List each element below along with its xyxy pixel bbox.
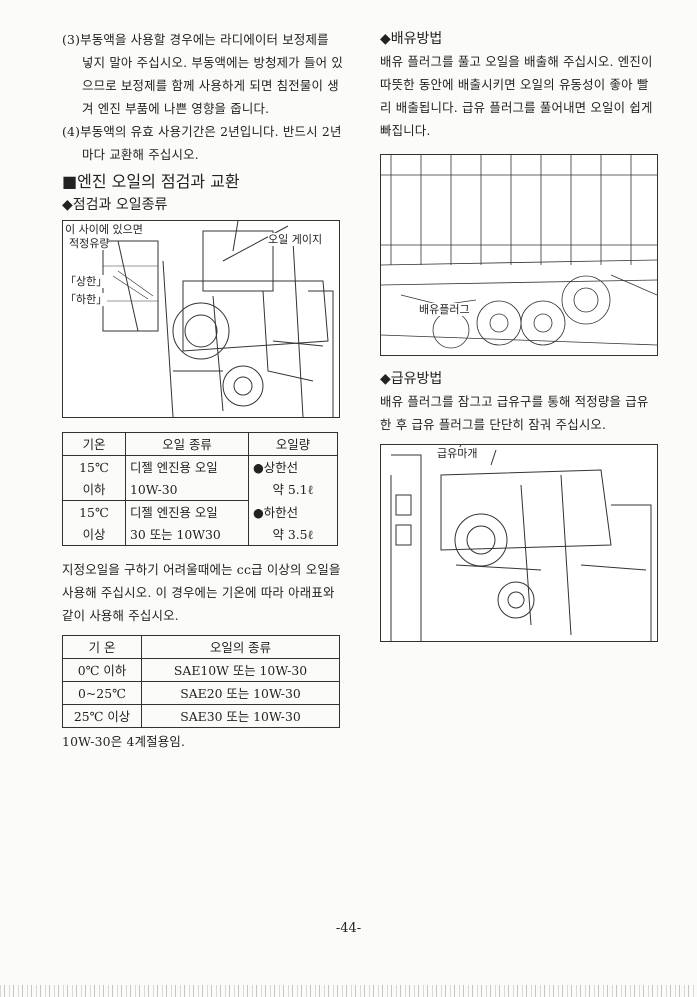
- cell: SAE20 또는 10W-30: [141, 681, 340, 705]
- drain-plug-drawing: [381, 155, 657, 349]
- callout-oil-gauge: 오일 게이지: [268, 233, 323, 246]
- header-temp: 기온: [62, 432, 126, 456]
- cell: 15℃: [62, 500, 126, 523]
- drain-title: ◆배유방법: [380, 31, 443, 47]
- table-row: 이하 10W-30 약 5.1ℓ: [62, 478, 338, 501]
- callout-filler-cap: 급유마개: [437, 447, 478, 460]
- table-row: 0℃ 이하 SAE10W 또는 10W-30: [62, 658, 340, 682]
- substitute-oil-note: 지정오일을 구하기 어려울때에는 cc급 이상의 오일을 사용해 주십시오. 이…: [62, 562, 341, 623]
- cell: 15℃: [62, 455, 126, 478]
- sub-title-check: ◆점검과 오일종류: [62, 197, 168, 213]
- callout-proper-level: 적정유량: [69, 237, 110, 250]
- table-header-row: 기 온 오일의 종류: [62, 635, 340, 659]
- cell: 30 또는 10W30: [125, 523, 249, 546]
- header-oil-amount: 오일량: [248, 432, 338, 456]
- drain-plug-figure: 배유플러그: [380, 154, 658, 356]
- cell: 0~25℃: [62, 681, 142, 705]
- cell: SAE30 또는 10W-30: [141, 704, 340, 728]
- scan-edge-artifact: [0, 985, 697, 997]
- right-column: ◆배유방법 배유 플러그를 풀고 오일을 배출해 주십시오. 엔진이 따뜻한 동…: [380, 28, 660, 642]
- oil-gauge-figure: 이 사이에 있으면 적정유량 「상한」 「하한」 오일 게이지: [62, 220, 340, 418]
- antifreeze-note-3: (3)부동액을 사용할 경우에는 라디에이터 보정제를 넣지 말아 주십시오. …: [62, 32, 343, 116]
- callout-between: 이 사이에 있으면: [65, 223, 143, 236]
- cell: 디젤 엔진용 오일: [125, 455, 249, 478]
- table-row: 이상 30 또는 10W30 약 3.5ℓ: [62, 523, 338, 546]
- cell: 25℃ 이상: [62, 704, 142, 728]
- cell: 약 5.1ℓ: [248, 478, 338, 501]
- page-number: -44-: [335, 921, 362, 936]
- drain-text: 배유 플러그를 풀고 오일을 배출해 주십시오. 엔진이 따뜻한 동안에 배출시…: [380, 54, 653, 138]
- header-oil-type: 오일 종류: [125, 432, 249, 456]
- cell: SAE10W 또는 10W-30: [141, 658, 340, 682]
- cell: 약 3.5ℓ: [248, 523, 338, 546]
- cell: 이하: [62, 478, 126, 501]
- cell: ●하한선: [248, 500, 338, 523]
- cell: 0℃ 이하: [62, 658, 142, 682]
- antifreeze-note-4: (4)부동액의 유효 사용기간은 2년입니다. 반드시 2년마다 교환해 주십시…: [62, 124, 342, 162]
- oil-filler-figure: 급유마개: [380, 444, 658, 642]
- fill-text: 배유 플러그를 잠그고 급유구를 통해 적정량을 급유한 후 급유 플러그를 단…: [380, 394, 649, 432]
- section-title: ■엔진 오일의 점검과 교환: [62, 172, 240, 191]
- callout-upper: 「상한」: [65, 275, 108, 288]
- left-column: (3)부동액을 사용할 경우에는 라디에이터 보정제를 넣지 말아 주십시오. …: [62, 28, 344, 753]
- callout-drain-plug: 배유플러그: [419, 303, 470, 316]
- temperature-oil-table: 기 온 오일의 종류 0℃ 이하 SAE10W 또는 10W-30 0~25℃ …: [62, 635, 340, 728]
- engine-oil-gauge-drawing: [102, 221, 334, 417]
- all-season-note: 10W-30은 4계절용임.: [62, 734, 186, 749]
- cell: 이상: [62, 523, 126, 546]
- cell: 10W-30: [125, 478, 249, 501]
- table-row: 25℃ 이상 SAE30 또는 10W-30: [62, 704, 340, 728]
- oil-filler-drawing: [390, 445, 652, 641]
- cell: ●상한선: [248, 455, 338, 478]
- table-row: 15℃ 디젤 엔진용 오일 ●하한선: [62, 500, 338, 523]
- fill-title: ◆급유방법: [380, 371, 443, 387]
- header-temp: 기 온: [62, 635, 142, 659]
- callout-lower: 「하한」: [65, 293, 108, 306]
- table-row: 15℃ 디젤 엔진용 오일 ●상한선: [62, 455, 338, 478]
- cell: 디젤 엔진용 오일: [125, 500, 249, 523]
- oil-type-table: 기온 오일 종류 오일량 15℃ 디젤 엔진용 오일 ●상한선 이하 10W-3…: [62, 432, 338, 546]
- table-header-row: 기온 오일 종류 오일량: [62, 432, 338, 456]
- header-oil-kind: 오일의 종류: [141, 635, 340, 659]
- table-row: 0~25℃ SAE20 또는 10W-30: [62, 681, 340, 705]
